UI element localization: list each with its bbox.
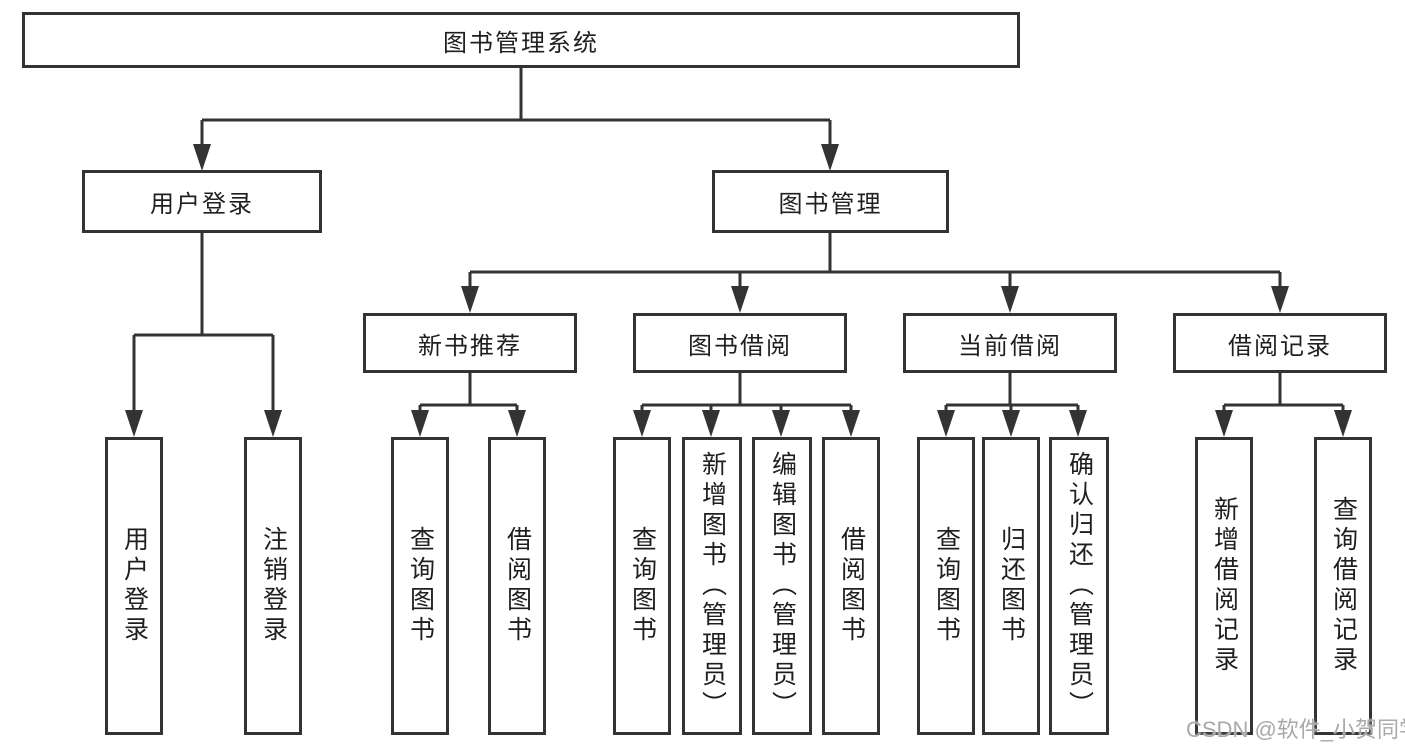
leaf-add-book-admin: 新增图书（管理员）	[682, 437, 742, 735]
leaf-logout-label: 注销登录	[259, 526, 288, 646]
node-borrow-records-label: 借阅记录	[1228, 332, 1332, 360]
leaf-query-books-borrow: 查询图书	[613, 437, 671, 735]
node-book-borrow: 图书借阅	[633, 313, 847, 373]
node-new-book-recommend: 新书推荐	[363, 313, 577, 373]
connector-current-split	[944, 373, 1080, 414]
leaf-add-book-admin-label: 新增图书（管理员）	[698, 451, 727, 721]
leaf-borrow-books-2-label: 借阅图书	[837, 526, 866, 646]
leaf-query-books-current: 查询图书	[917, 437, 975, 735]
leaf-edit-book-admin-label: 编辑图书（管理员）	[768, 451, 797, 721]
leaf-query-borrow-record: 查询借阅记录	[1314, 437, 1372, 735]
connector-newbook-split	[418, 373, 519, 414]
leaf-borrow-books-2: 借阅图书	[822, 437, 880, 735]
node-new-book-recommend-label: 新书推荐	[418, 332, 522, 360]
leaf-add-borrow-record: 新增借阅记录	[1195, 437, 1253, 735]
node-current-borrow: 当前借阅	[903, 313, 1117, 373]
node-user-login: 用户登录	[82, 170, 322, 233]
node-current-borrow-label: 当前借阅	[958, 332, 1062, 360]
leaf-query-books-recommend: 查询图书	[391, 437, 449, 735]
leaf-query-borrow-record-label: 查询借阅记录	[1329, 496, 1358, 676]
leaf-return-book-label: 归还图书	[997, 526, 1026, 646]
connector-bookmgmt-to-level3	[468, 233, 1282, 290]
leaf-logout: 注销登录	[244, 437, 302, 735]
node-book-management-label: 图书管理	[778, 191, 883, 218]
leaf-user-login-label: 用户登录	[120, 526, 149, 646]
arrowheads	[125, 144, 1352, 437]
leaf-confirm-return-admin: 确认归还（管理员）	[1049, 437, 1109, 735]
node-book-borrow-label: 图书借阅	[688, 332, 792, 360]
leaf-user-login: 用户登录	[105, 437, 163, 735]
csdn-watermark: CSDN @软件_小贺同学	[1186, 717, 1405, 742]
leaf-add-borrow-record-label: 新增借阅记录	[1210, 496, 1239, 676]
leaf-borrow-books-recommend-label: 借阅图书	[503, 526, 532, 646]
leaf-edit-book-admin: 编辑图书（管理员）	[752, 437, 812, 735]
leaf-confirm-return-admin-label: 确认归还（管理员）	[1065, 451, 1094, 721]
connector-root-to-level2	[200, 68, 832, 150]
node-root-label: 图书管理系统	[443, 29, 599, 57]
leaf-query-books-borrow-label: 查询图书	[628, 526, 657, 646]
connector-userlogin-to-leaves	[132, 233, 275, 414]
node-book-management: 图书管理	[712, 170, 949, 233]
leaf-query-books-current-label: 查询图书	[932, 526, 961, 646]
node-user-login-label: 用户登录	[150, 191, 254, 218]
node-root: 图书管理系统	[22, 12, 1020, 68]
connector-borrow-split	[640, 373, 853, 414]
leaf-borrow-books-recommend: 借阅图书	[488, 437, 546, 735]
connector-records-split	[1222, 373, 1345, 414]
leaf-query-books-recommend-label: 查询图书	[406, 526, 435, 646]
leaf-return-book: 归还图书	[982, 437, 1040, 735]
node-borrow-records: 借阅记录	[1173, 313, 1387, 373]
